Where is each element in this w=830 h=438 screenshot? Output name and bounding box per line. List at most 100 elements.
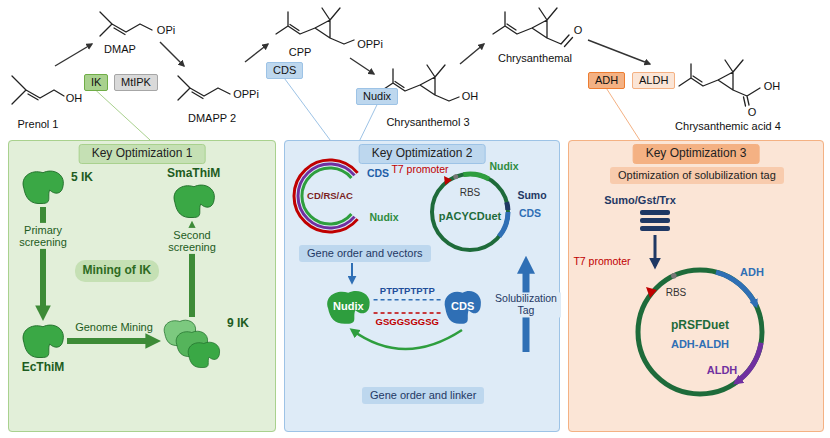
enzyme-blob — [174, 185, 214, 218]
enzyme-icon — [19, 167, 67, 207]
diagram-label: OPi — [157, 24, 175, 36]
box-text: Gene order and linker — [370, 389, 476, 402]
vector-arcs — [294, 160, 358, 232]
edge-label: Primary screening — [12, 223, 74, 249]
drawn-shape — [640, 218, 670, 223]
diagram-label: Chrysanthemal — [498, 52, 572, 64]
drawn-shape — [638, 270, 762, 394]
drawn-path — [12, 76, 64, 104]
optimization-panel: Key Optimization 3 Optimization of solubi… — [568, 140, 824, 432]
diagram-label: CDS — [367, 168, 389, 180]
process-box: Gene order and vectors — [299, 245, 431, 262]
diagram-label: DMAPP 2 — [188, 112, 236, 124]
diagram-label: CD/RS/AC — [307, 191, 353, 201]
protein-blob-shape — [327, 291, 369, 324]
box-text: Mining of IK — [83, 264, 152, 278]
plasmid-prsf — [638, 235, 762, 394]
drawn-path — [588, 40, 650, 64]
drawn-shape — [640, 210, 670, 215]
diagram-label: T7 promoter — [391, 164, 448, 176]
diagram-label: Chrysanthemic acid 4 — [675, 120, 781, 132]
drawn-path — [245, 44, 268, 62]
connector — [374, 312, 441, 314]
diagram-label: O — [748, 106, 757, 118]
drawn-shape — [671, 273, 677, 279]
edge-label: PTPTPTPTP — [380, 286, 435, 296]
diagram-label: Prenol 1 — [18, 118, 59, 130]
enzyme-name: CDS — [273, 64, 296, 77]
drawn-shape — [453, 174, 458, 179]
drawn-path — [55, 44, 92, 66]
connector — [285, 79, 330, 140]
enzyme-name: IK — [91, 76, 101, 89]
edge-label: GSGGSGGSG — [376, 317, 439, 327]
drawn-path — [493, 8, 573, 47]
panel-heading: Key Optimization 3 — [633, 144, 760, 164]
enzyme-box: CDS — [266, 62, 303, 79]
diagram-label: OH — [462, 90, 479, 102]
tag-bars — [640, 210, 670, 231]
box-text: Gene order and vectors — [307, 247, 423, 260]
drawn-path — [100, 12, 152, 36]
enzyme-blob — [23, 171, 63, 204]
panel-fill — [8, 140, 824, 432]
diagram-label: Sumo — [517, 190, 546, 202]
connector — [374, 299, 441, 301]
diagram-label: pACYCDuet — [439, 210, 501, 222]
enzyme-label: EcThiM — [22, 361, 65, 375]
drawn-shape — [8, 140, 276, 432]
diagram-label: OH — [764, 80, 781, 92]
enzyme-label: 9 IK — [227, 317, 249, 331]
enzyme-box: MtIPK — [114, 74, 158, 91]
enzyme-box: ALDH — [632, 72, 675, 89]
enzyme-name: ALDH — [639, 74, 668, 87]
diagram-label: ALDH — [707, 364, 738, 376]
enzyme-node: 9 IK — [161, 317, 249, 369]
edge-label: Genome Mining — [75, 321, 153, 333]
diagram-label: Nudix — [489, 161, 518, 173]
enzyme-icon — [161, 317, 223, 369]
diagram-label: CDS — [519, 208, 541, 220]
diagram-label: T7 promoter — [573, 256, 630, 268]
drawn-path — [352, 330, 462, 349]
protein-blob-shape — [445, 291, 481, 324]
drawn-shape — [284, 140, 560, 432]
pathway-arrow — [55, 40, 650, 74]
diagram-label: ADH — [740, 266, 764, 278]
protein-blob: CDS — [441, 287, 484, 326]
enzyme-name: ADH — [595, 74, 618, 87]
diagram-label: pRSFDuet — [671, 319, 729, 332]
diagram-label: O — [574, 24, 583, 36]
drawn-path — [463, 174, 489, 179]
box-text: Optimization of solubilization tag — [618, 169, 776, 182]
enzyme-box: Nudix — [356, 88, 398, 105]
connector — [607, 89, 640, 140]
connector — [67, 338, 152, 344]
drawn-path — [351, 263, 353, 282]
drawn-path — [460, 44, 484, 64]
protein-name: Nudix — [333, 300, 364, 313]
connector — [360, 105, 377, 140]
diagram-label: OH — [66, 92, 83, 104]
optimization-panel: Key Optimization 15 IKSmaThiMMining of I… — [8, 140, 276, 432]
diagram-label: CPP — [289, 46, 312, 58]
drawn-path — [276, 8, 354, 44]
drawn-shape — [432, 174, 508, 250]
diagram-label: ADH-ALDH — [671, 338, 729, 350]
enzyme-blob — [23, 325, 63, 358]
drawn-path — [444, 176, 452, 185]
panel-heading: Key Optimization 2 — [359, 144, 486, 164]
enzyme-box: ADH — [588, 72, 625, 89]
diagram-label: DMAP — [104, 43, 136, 55]
process-box: Mining of IK — [75, 260, 160, 282]
process-box: Gene order and linker — [362, 387, 484, 404]
enzyme-icon — [170, 181, 218, 221]
drawn-shape — [640, 226, 670, 231]
enzyme-label: SmaThiM — [167, 167, 220, 181]
protein-name: CDS — [451, 300, 474, 313]
diagram-label: Sumo/Gst/Trx — [604, 194, 676, 206]
process-box: Optimization of solubilization tag — [610, 167, 784, 184]
drawn-path — [160, 42, 184, 66]
